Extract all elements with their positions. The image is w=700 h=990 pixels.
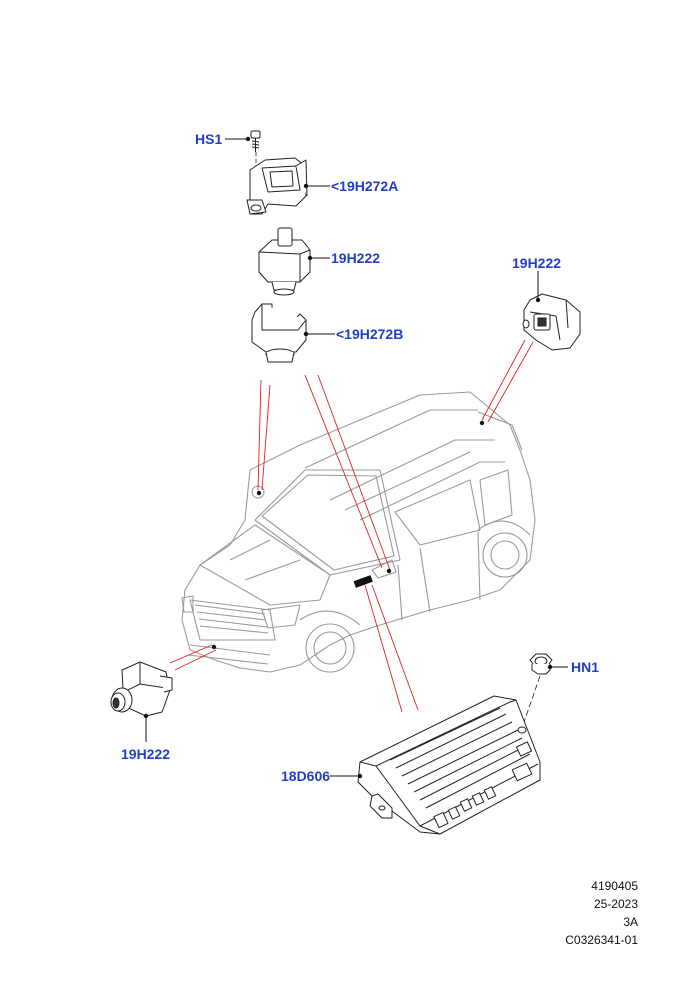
reference-block: 4190405 25-2023 3A C0326341-01 [565, 877, 638, 949]
locator-dots [211, 420, 485, 650]
callout-camera-mirror: 19H222 [331, 250, 381, 266]
camera-front [110, 661, 173, 717]
camera-mirror [258, 227, 311, 296]
leader-dots [143, 136, 553, 779]
reference-number: 4190405 [591, 879, 638, 893]
vehicle-outline [181, 391, 536, 673]
camera-rear [522, 293, 581, 351]
screw-hs1 [250, 130, 261, 152]
bracket-lower [251, 303, 307, 363]
reference-date: 25-2023 [593, 897, 638, 911]
nut-hn1 [529, 653, 553, 675]
reference-code: C0326341-01 [565, 933, 638, 947]
leader-lines [145, 138, 568, 777]
callout-camera-rear: 19H222 [512, 255, 562, 271]
control-module [357, 695, 541, 835]
callout-bracket-lower: <19H272B [336, 326, 404, 342]
fender-camera-location [353, 575, 373, 588]
reference-revision: 3A [623, 915, 638, 929]
callout-module: 18D606 [281, 768, 331, 784]
locator-lines [169, 339, 534, 713]
callout-nut: HN1 [571, 659, 600, 675]
callout-bracket-upper: <19H272A [331, 178, 399, 194]
callout-hs1: HS1 [195, 131, 223, 147]
callout-camera-front: 19H222 [121, 746, 171, 762]
bracket-upper [246, 157, 308, 215]
